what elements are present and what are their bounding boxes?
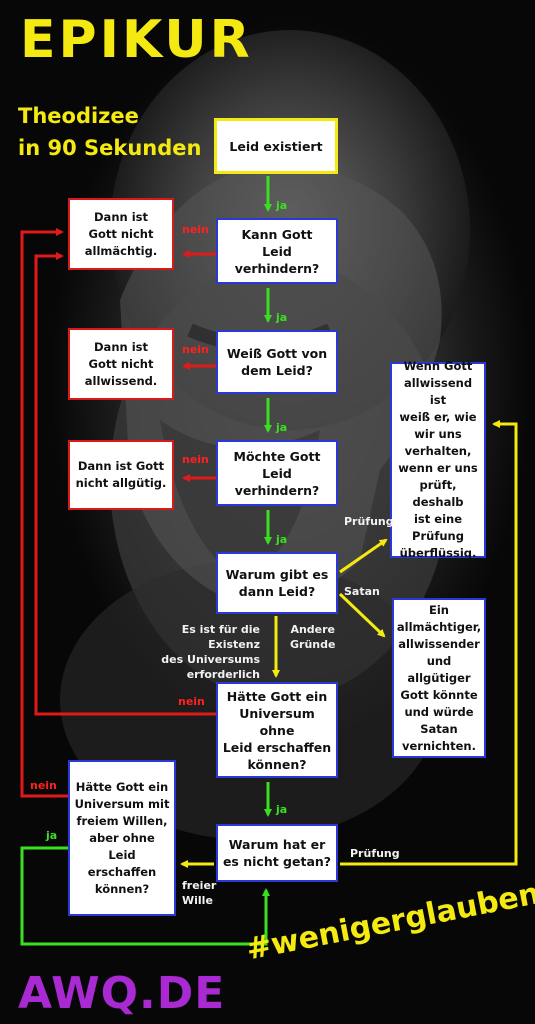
conclusion-nicht-allwissend: Dann ist Gott nicht allwissend. <box>68 328 174 400</box>
node-warum-leid: Warum gibt es dann Leid? <box>216 552 338 614</box>
node-universum-ohne-leid: Hätte Gott ein Universum ohne Leid ersch… <box>216 682 338 778</box>
label-ja-5: ja <box>276 803 288 816</box>
node-weiss-gott: Weiß Gott von dem Leid? <box>216 330 338 394</box>
label-nein-5: nein <box>178 695 205 708</box>
page-subtitle: Theodizee in 90 Sekunden <box>18 104 202 160</box>
label-existenz-universum: Es ist für die Existenz des Universums e… <box>161 623 260 681</box>
conclusion-nicht-allguetig: Dann ist Gott nicht allgütig. <box>68 440 174 510</box>
label-satan: Satan <box>344 585 380 598</box>
site-logo: AWQ.DE <box>18 968 226 1019</box>
label-ja-1: ja <box>276 199 288 212</box>
reason-satan-box: Ein allmächtiger, allwissender und allgü… <box>392 598 486 758</box>
label-pruefung-2: Prüfung <box>350 847 400 860</box>
node-freier-wille-ohne-leid: Hätte Gott ein Universum mit freiem Will… <box>68 760 176 916</box>
label-nein-3: nein <box>182 453 209 466</box>
node-leid-existiert: Leid existiert <box>214 118 338 174</box>
label-nein-1: nein <box>182 223 209 236</box>
reason-pruefung-box: Wenn Gott allwissend ist weiß er, wie wi… <box>390 359 486 560</box>
node-moechte-gott: Möchte Gott Leid verhindern? <box>216 440 338 506</box>
node-warum-nicht-getan: Warum hat er es nicht getan? <box>216 824 338 882</box>
label-ja-4: ja <box>276 533 288 546</box>
label-ja-left: ja <box>46 829 58 842</box>
label-freier-wille: freier Wille <box>182 879 217 907</box>
page-title: EPIKUR <box>20 10 253 70</box>
label-ja-2: ja <box>276 311 288 324</box>
node-kann-gott-verhindern: Kann Gott Leid verhindern? <box>216 218 338 284</box>
conclusion-nicht-allmaechtig: Dann ist Gott nicht allmächtig. <box>68 198 174 270</box>
label-nein-7: nein <box>30 779 57 792</box>
label-andere-gruende: Andere Gründe <box>290 623 336 651</box>
label-nein-2: nein <box>182 343 209 356</box>
label-ja-3: ja <box>276 421 288 434</box>
label-pruefung-1: Prüfung <box>344 515 394 528</box>
